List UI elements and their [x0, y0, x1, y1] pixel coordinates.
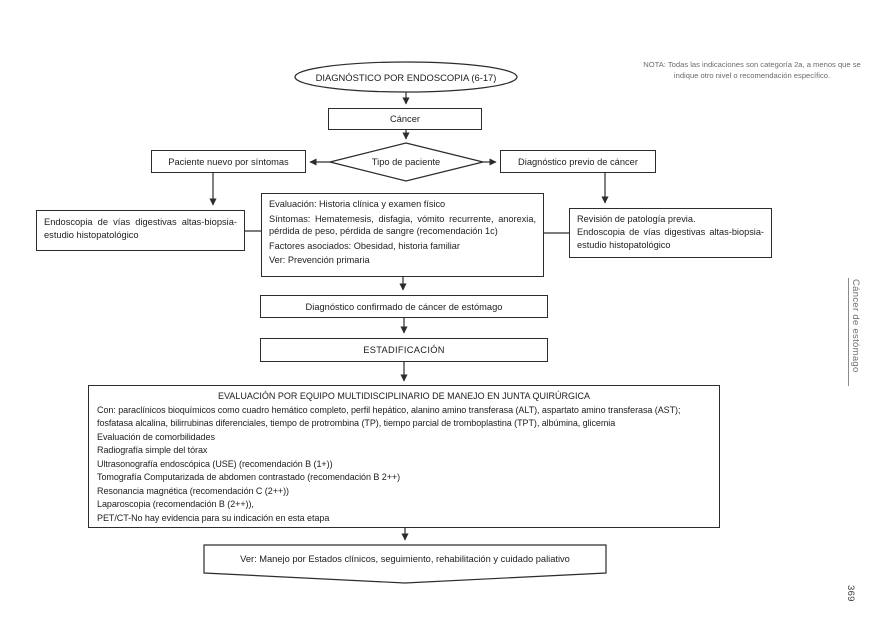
- endoscopy-biopsy-node: Endoscopia de vías digestivas altas-biop…: [36, 210, 245, 251]
- footer-banner-shape: [203, 544, 607, 584]
- evaluation-line-1: Evaluación: Historia clínica y examen fí…: [269, 199, 446, 209]
- mdt-line: Evaluación de comorbilidades: [97, 431, 215, 442]
- start-node-label: DIAGNÓSTICO POR ENDOSCOPIA (6-17): [315, 71, 497, 83]
- previous-diagnosis-node: Diagnóstico previo de cáncer: [500, 150, 656, 173]
- evaluation-node: Evaluación: Historia clínica y examen fí…: [261, 193, 544, 277]
- mdt-line: fosfatasa alcalina, bilirrubinas diferen…: [97, 418, 616, 428]
- new-patient-node: Paciente nuevo por síntomas: [151, 150, 306, 173]
- mdt-line: Radiografía simple del tórax: [97, 445, 208, 455]
- mdt-line: Ultrasonografía endoscópica (USE) (recom…: [97, 458, 333, 469]
- mdt-line: Con: paraclínicos bioquímicos como cuadr…: [97, 404, 681, 415]
- mdt-line: Resonancia magnética (recomendación C (2…: [97, 485, 289, 496]
- cancer-node: Cáncer: [328, 108, 482, 130]
- decision-label: Tipo de paciente: [371, 157, 441, 167]
- pathology-review-line-2: Endoscopia de vías digestivas altas-biop…: [577, 226, 764, 250]
- mdt-title: EVALUACIÓN POR EQUIPO MULTIDISCIPLINARIO…: [217, 391, 591, 401]
- mdt-evaluation-node: EVALUACIÓN POR EQUIPO MULTIDISCIPLINARIO…: [88, 385, 720, 528]
- evaluation-line-2: Síntomas: Hematemesis, disfagia, vómito …: [269, 213, 536, 237]
- page-number: 369: [845, 585, 856, 602]
- mdt-line: Tomografía Computarizada de abdomen cont…: [97, 472, 401, 482]
- pathology-review-node: Revisión de patología previa. Endoscopia…: [569, 208, 772, 258]
- confirmed-diagnosis-node: Diagnóstico confirmado de cáncer de estó…: [260, 295, 548, 318]
- category-note: NOTA: Todas las indicaciones son categor…: [643, 60, 861, 80]
- evaluation-line-4: Ver: Prevención primaria: [269, 255, 370, 266]
- staging-node: ESTADIFICACIÓN: [260, 338, 548, 362]
- decision-diamond-shape: [329, 142, 484, 182]
- endoscopy-biopsy-text: Endoscopia de vías digestivas altas-biop…: [44, 217, 237, 240]
- mdt-line: PET/CT-No hay evidencia para su indicaci…: [97, 512, 330, 523]
- pathology-review-line-1: Revisión de patología previa.: [577, 214, 696, 224]
- evaluation-line-3: Factores asociados: Obesidad, historia f…: [269, 240, 460, 251]
- mdt-line: Laparoscopia (recomendación B (2++)),: [97, 499, 254, 509]
- footer-banner-label: Ver: Manejo por Estados clínicos, seguim…: [240, 554, 570, 564]
- chapter-sidebar-label: Cáncer de estómago: [850, 279, 861, 373]
